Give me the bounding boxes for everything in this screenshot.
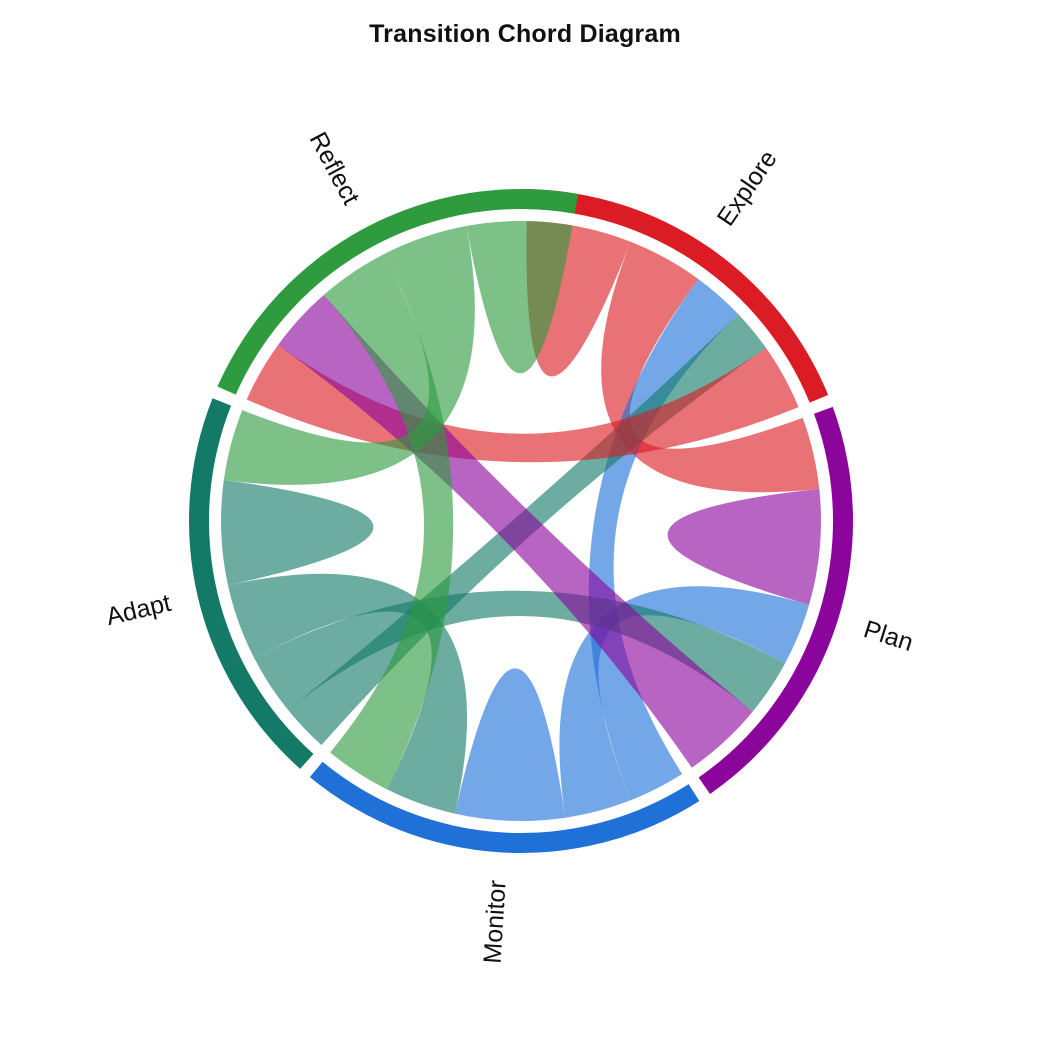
ribbon-reflect-to-reflect[interactable] [466, 221, 573, 374]
ribbon-explore-to-reflect[interactable] [246, 344, 799, 463]
arc-label-reflect: Reflect [304, 128, 365, 210]
arc-sector-adapt[interactable] [188, 398, 314, 769]
ribbon-plan-to-reflect[interactable] [278, 294, 753, 768]
arc-sector-reflect[interactable] [217, 189, 579, 395]
ribbon-plan-to-plan[interactable] [667, 488, 821, 605]
ribbon-plan-to-adapt[interactable] [253, 590, 786, 712]
ribbon-group [221, 221, 821, 821]
arc-sector-monitor[interactable] [309, 761, 700, 853]
arc-label-monitor: Monitor [479, 879, 512, 964]
ribbon-adapt-to-reflect[interactable] [223, 226, 475, 485]
page-title: Transition Chord Diagram [369, 20, 681, 48]
arc-sector-plan[interactable] [698, 406, 853, 794]
arc-group [188, 189, 853, 853]
ribbon-plan-to-monitor[interactable] [559, 586, 810, 818]
ribbon-monitor-to-monitor[interactable] [454, 668, 566, 821]
arc-label-plan: Plan [860, 615, 916, 657]
arc-label-adapt: Adapt [104, 589, 174, 631]
arc-label-explore: Explore [712, 145, 783, 231]
ribbon-monitor-to-reflect[interactable] [323, 254, 454, 790]
ribbon-monitor-to-adapt[interactable] [227, 573, 468, 814]
ribbon-explore-to-plan[interactable] [601, 241, 820, 493]
ribbon-adapt-to-adapt[interactable] [221, 479, 374, 586]
